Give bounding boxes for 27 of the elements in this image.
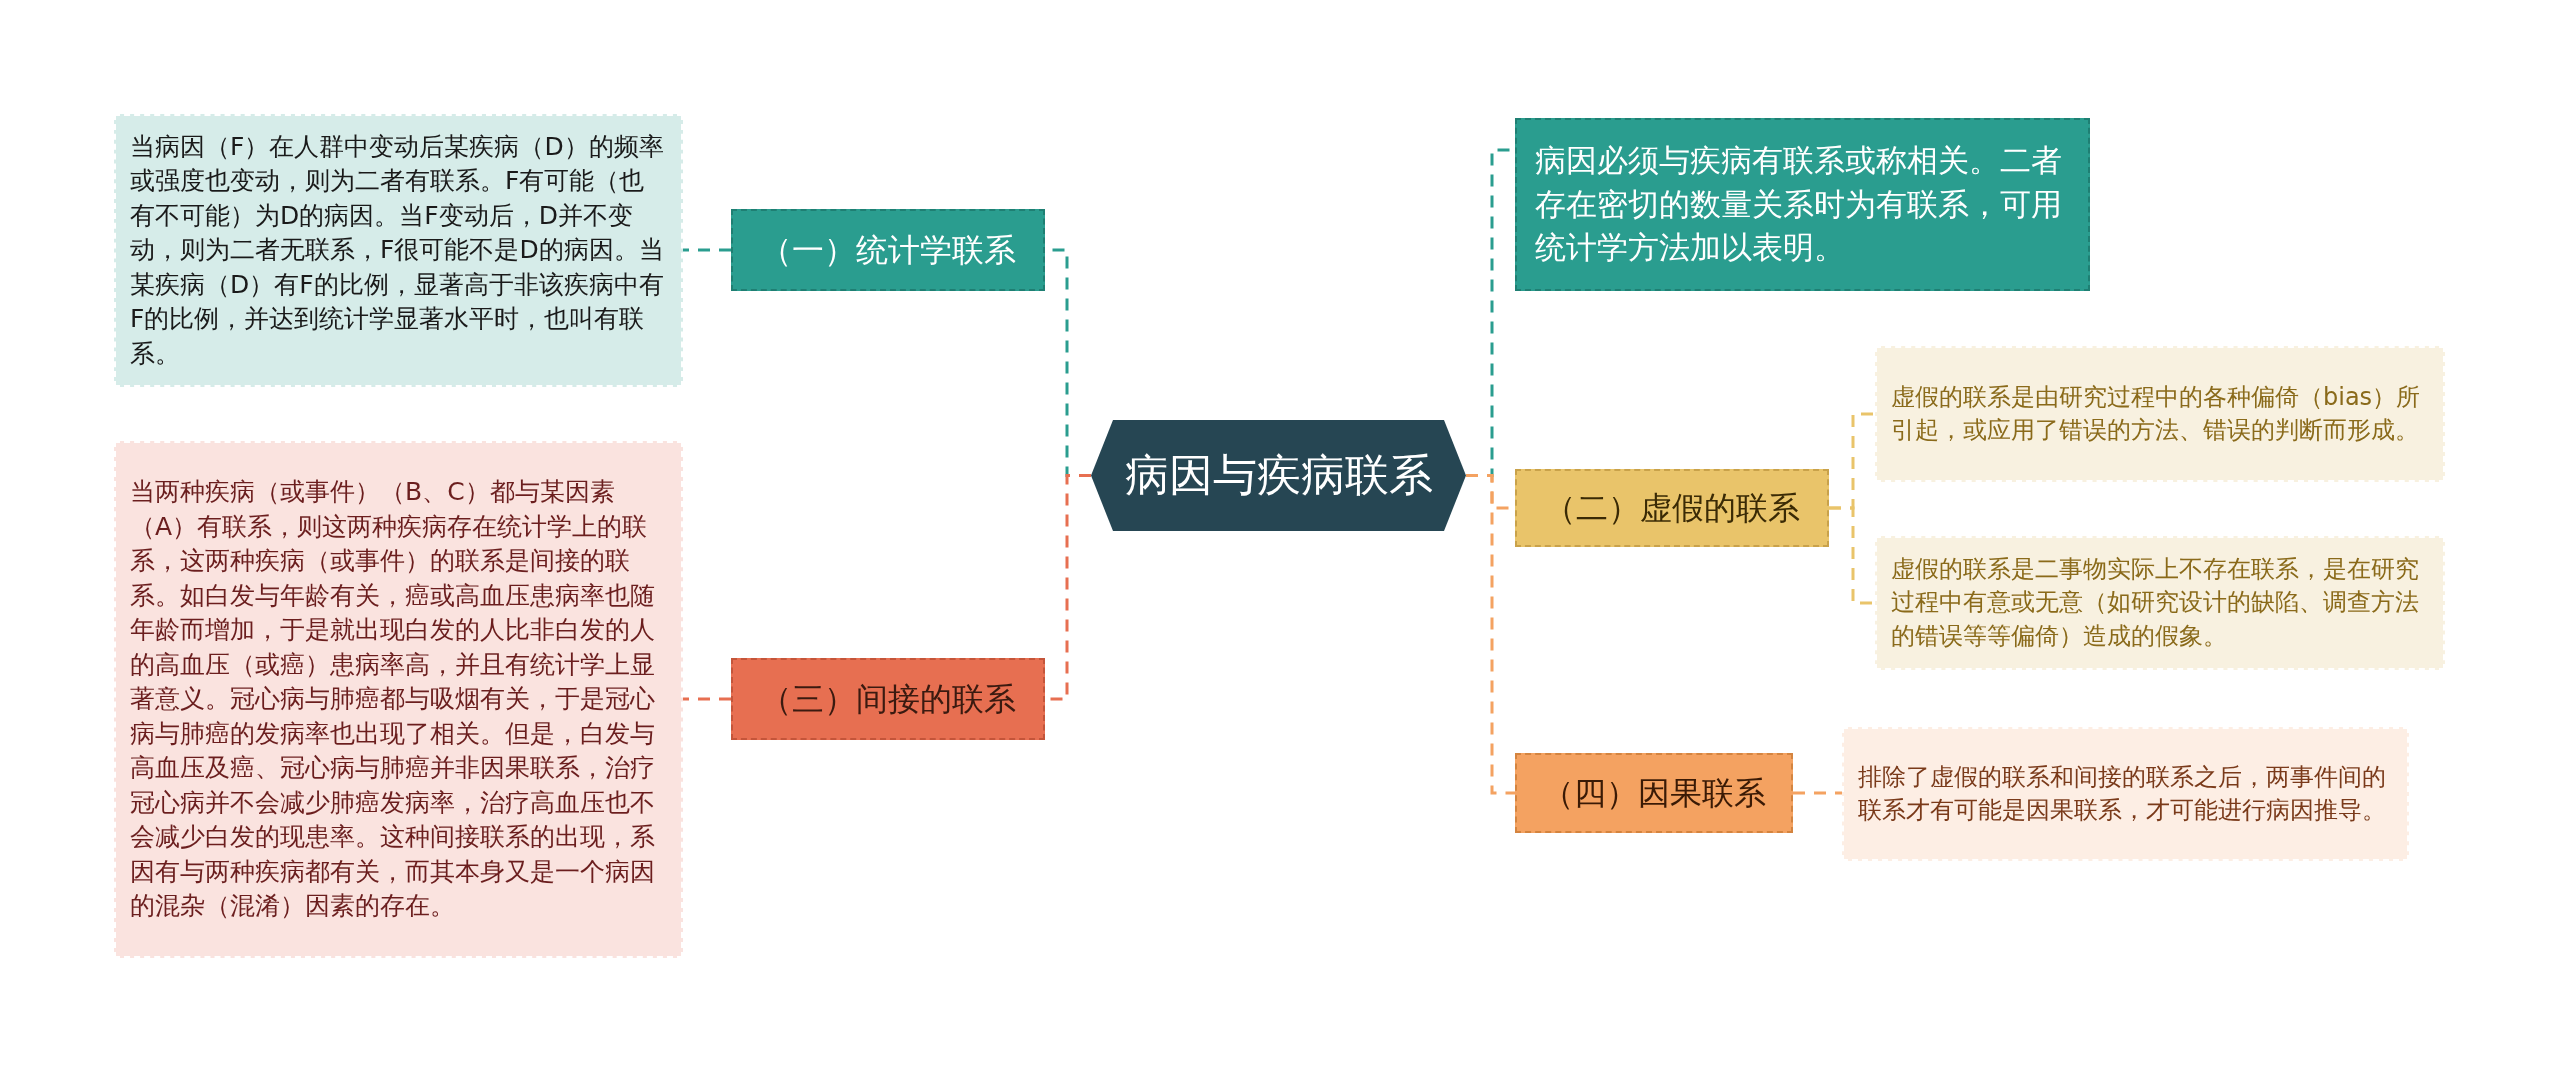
- central-topic: [1091, 420, 1466, 531]
- topic-label: （三）间接的联系: [760, 679, 1016, 719]
- note-box: [1875, 536, 2445, 670]
- connector-line: [1829, 506, 1875, 605]
- note-text: 当两种疾病（或事件）（B、C）都与某因素（A）有联系，则这两种疾病存在统计学上的联系，这两种疾病（或事件）的联系是间接的联系。如白发与年龄有关，癌或高血压患病率也随年龄而增加，于是就出现白发的人比非白发的人的高血压（或癌）患病率高，并且有统计学上显著意义。冠心病与肺癌都与吸烟有关，于是冠心病与肺癌的发病率也出现了相关。但是，白发与高血压及癌、冠心病与肺癌并非因果联系，治疗冠心病并不会减少肺癌发病率，治疗高血压也不会减少白发的现患率。这种间接联系的出现，系因有与两种疾病都有关，而其本身又是一个病因的混杂（混淆）因素的存在。: [130, 476, 656, 923]
- note-box: [114, 114, 683, 387]
- note-box: [1842, 727, 2409, 861]
- topic-box: [1515, 469, 1829, 547]
- note-text: 排除了虚假的联系和间接的联系之后，两事件间的联系才有可能是因果联系，才可能进行病因推导。: [1858, 761, 2387, 826]
- topic-label: 病因必须与疾病有联系或称相关。二者存在密切的数量关系时为有联系，可用统计学方法加以表明。: [1535, 141, 2063, 268]
- note-text: 虚假的联系是由研究过程中的各种偏倚（bias）所引起，或应用了错误的方法、错误的判断而形成。: [1891, 381, 2422, 446]
- connector-line: [683, 697, 731, 701]
- topic-box: [1515, 753, 1793, 833]
- topic-title: 病因与疾病联系: [1124, 448, 1433, 502]
- text-box: [1515, 118, 2090, 291]
- topic-box: [731, 658, 1045, 740]
- topic-box: [731, 209, 1045, 291]
- connector-line: [1466, 474, 1515, 795]
- connector-line: [1793, 791, 1842, 795]
- note-text: 当病因（F）在人群中变动后某疾病（D）的频率或强度也变动，则为二者有联系。F有可能（也有不可能）为D的病因。当F变动后，D并不变动，则为二者无联系，F很可能不是D的病因。当某疾病（D）有F的比例，显著高于非该疾病中有F的比例，并达到统计学显著水平时，也叫有联系。: [130, 130, 665, 370]
- topic-label: （四）因果联系: [1542, 773, 1766, 813]
- note-box: [1875, 346, 2445, 482]
- note-text: 虚假的联系是二事物实际上不存在联系，是在研究过程中有意或无意（如研究设计的缺陷、调查方法的错误等等偏倚）造成的假象。: [1891, 554, 2420, 652]
- topic-label: （一）统计学联系: [760, 230, 1016, 270]
- topic-label: （二）虚假的联系: [1544, 488, 1800, 528]
- note-box: [114, 441, 683, 958]
- connector-line: [683, 248, 731, 252]
